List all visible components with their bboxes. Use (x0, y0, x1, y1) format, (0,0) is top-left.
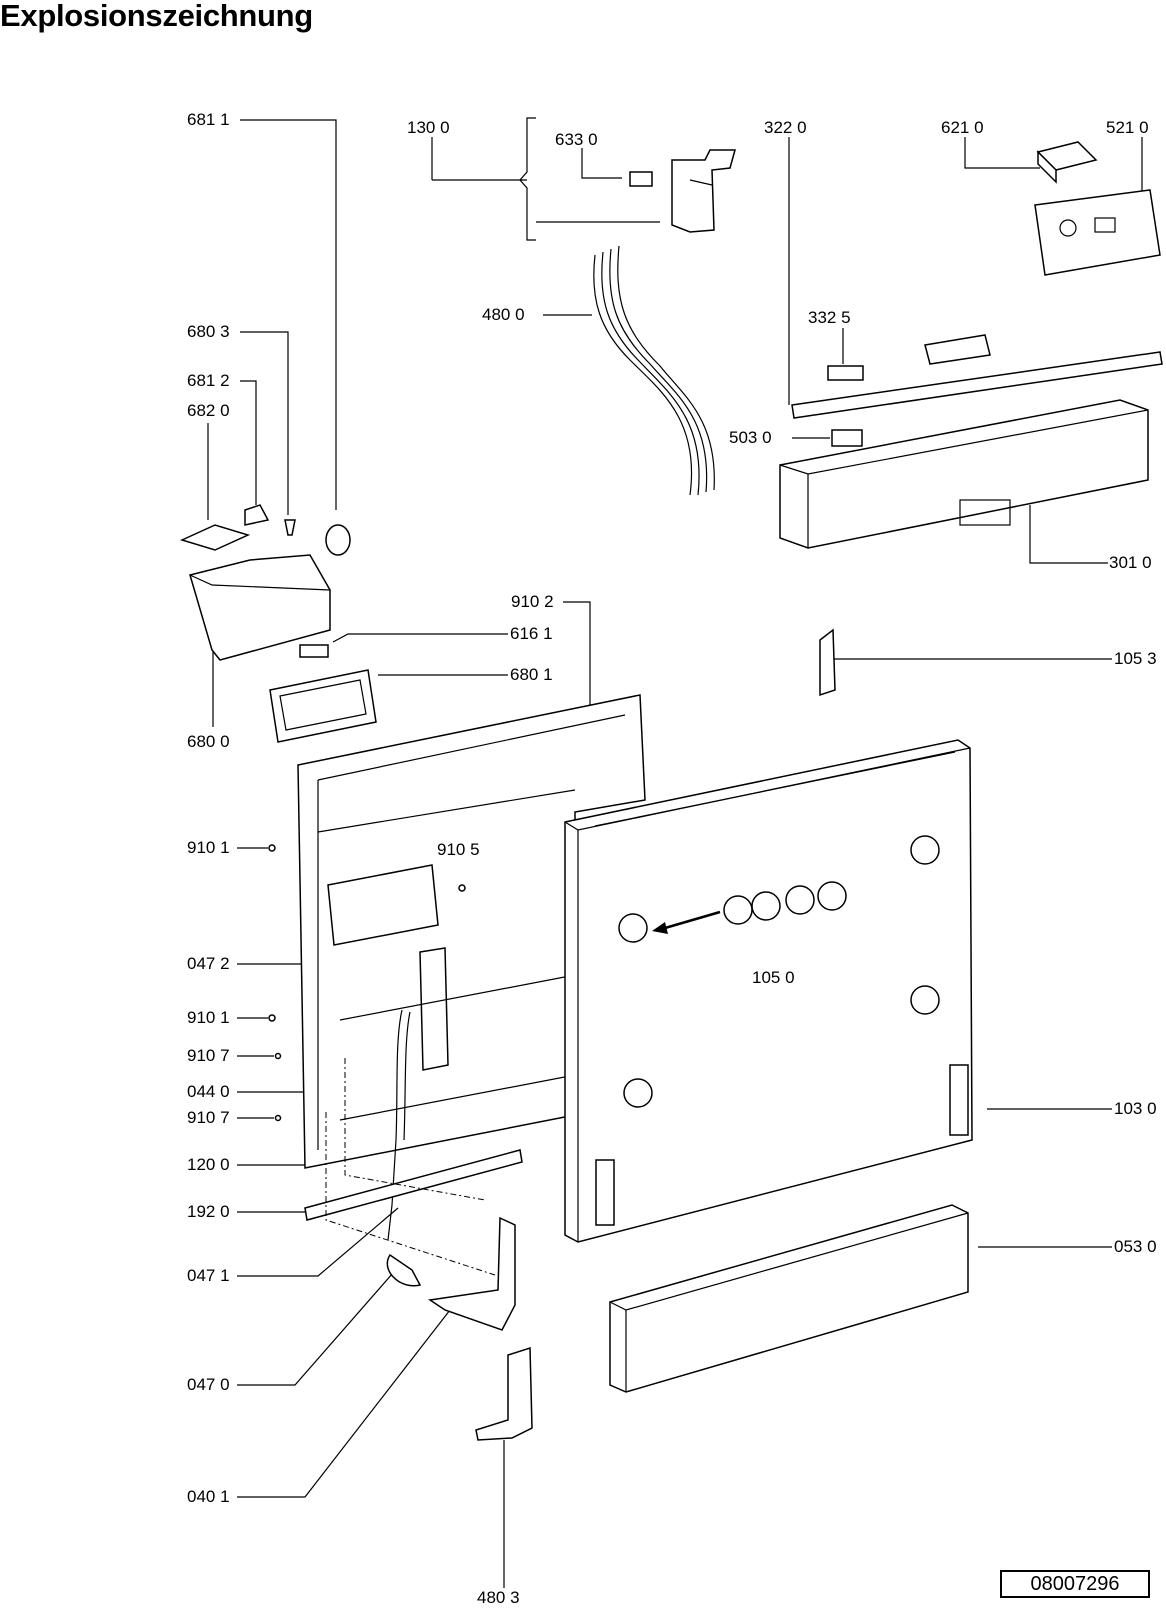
screw (458, 884, 466, 892)
part-label-053-0: 053 0 (1114, 1237, 1157, 1256)
part-label-521-0: 521 0 (1106, 118, 1149, 137)
part-label-332-5: 332 5 (808, 308, 851, 327)
part-label-910-7-b: 910 7 (187, 1108, 230, 1127)
inner-door (297, 694, 646, 1169)
screw (268, 1014, 276, 1022)
part-label-680-0: 680 0 (187, 732, 230, 751)
screw (274, 1052, 282, 1060)
door-switch-assembly (629, 149, 736, 233)
part-label-301-0: 301 0 (1109, 553, 1152, 572)
part-label-047-1: 047 1 (187, 1266, 230, 1285)
detergent-dispenser (179, 504, 351, 661)
control-panel-strip (791, 351, 1163, 419)
door-spring (387, 1009, 411, 1241)
part-label-633-0: 633 0 (555, 130, 598, 149)
part-label-503-0: 503 0 (729, 428, 772, 447)
hinge-bracket (819, 628, 836, 697)
part-label-192-0: 192 0 (187, 1202, 230, 1221)
part-label-130-0: 130 0 (407, 118, 450, 137)
part-label-047-0: 047 0 (187, 1375, 230, 1394)
part-label-480-0: 480 0 (482, 305, 525, 324)
cable-harness (593, 245, 715, 496)
part-label-322-0: 322 0 (764, 118, 807, 137)
connector-module (1036, 141, 1098, 184)
screw (274, 1114, 282, 1122)
part-label-103-0: 103 0 (1114, 1099, 1157, 1118)
rail (304, 1149, 523, 1221)
part-label-120-0: 120 0 (187, 1155, 230, 1174)
part-label-044-0: 044 0 (187, 1082, 230, 1101)
electronic-board (1034, 189, 1161, 276)
part-label-616-1: 616 1 (510, 624, 553, 643)
clip (827, 365, 864, 381)
part-label-480-3: 480 3 (477, 1588, 520, 1607)
kick-plate (609, 1204, 969, 1393)
part-label-621-0: 621 0 (941, 118, 984, 137)
part-label-910-1-a: 910 1 (187, 838, 230, 857)
part-label-910-1-b: 910 1 (187, 1008, 230, 1027)
part-label-910-5: 910 5 (437, 840, 480, 859)
outer-door (564, 739, 973, 1243)
control-panel (779, 399, 1149, 549)
part-label-681-1: 681 1 (187, 110, 230, 129)
part-label-910-7-a: 910 7 (187, 1046, 230, 1065)
small-holder (831, 429, 863, 447)
part-label-910-2: 910 2 (511, 592, 554, 611)
foot-bracket (475, 1346, 533, 1441)
part-label-040-1: 040 1 (187, 1487, 230, 1506)
part-label-105-3: 105 3 (1114, 649, 1157, 668)
part-label-105-0: 105 0 (752, 968, 795, 987)
part-label-682-0: 682 0 (187, 401, 230, 420)
part-label-680-3: 680 3 (187, 322, 230, 341)
rating-label (924, 334, 991, 365)
dispenser-seal (269, 669, 377, 743)
document-number-box: 08007296 (1000, 1570, 1150, 1598)
page-title: Explosionszeichnung (0, 0, 313, 33)
door-hinge (386, 1216, 516, 1331)
part-label-047-2: 047 2 (187, 954, 230, 973)
part-label-681-2: 681 2 (187, 371, 230, 390)
screw (268, 844, 276, 852)
part-label-680-1: 680 1 (510, 665, 553, 684)
